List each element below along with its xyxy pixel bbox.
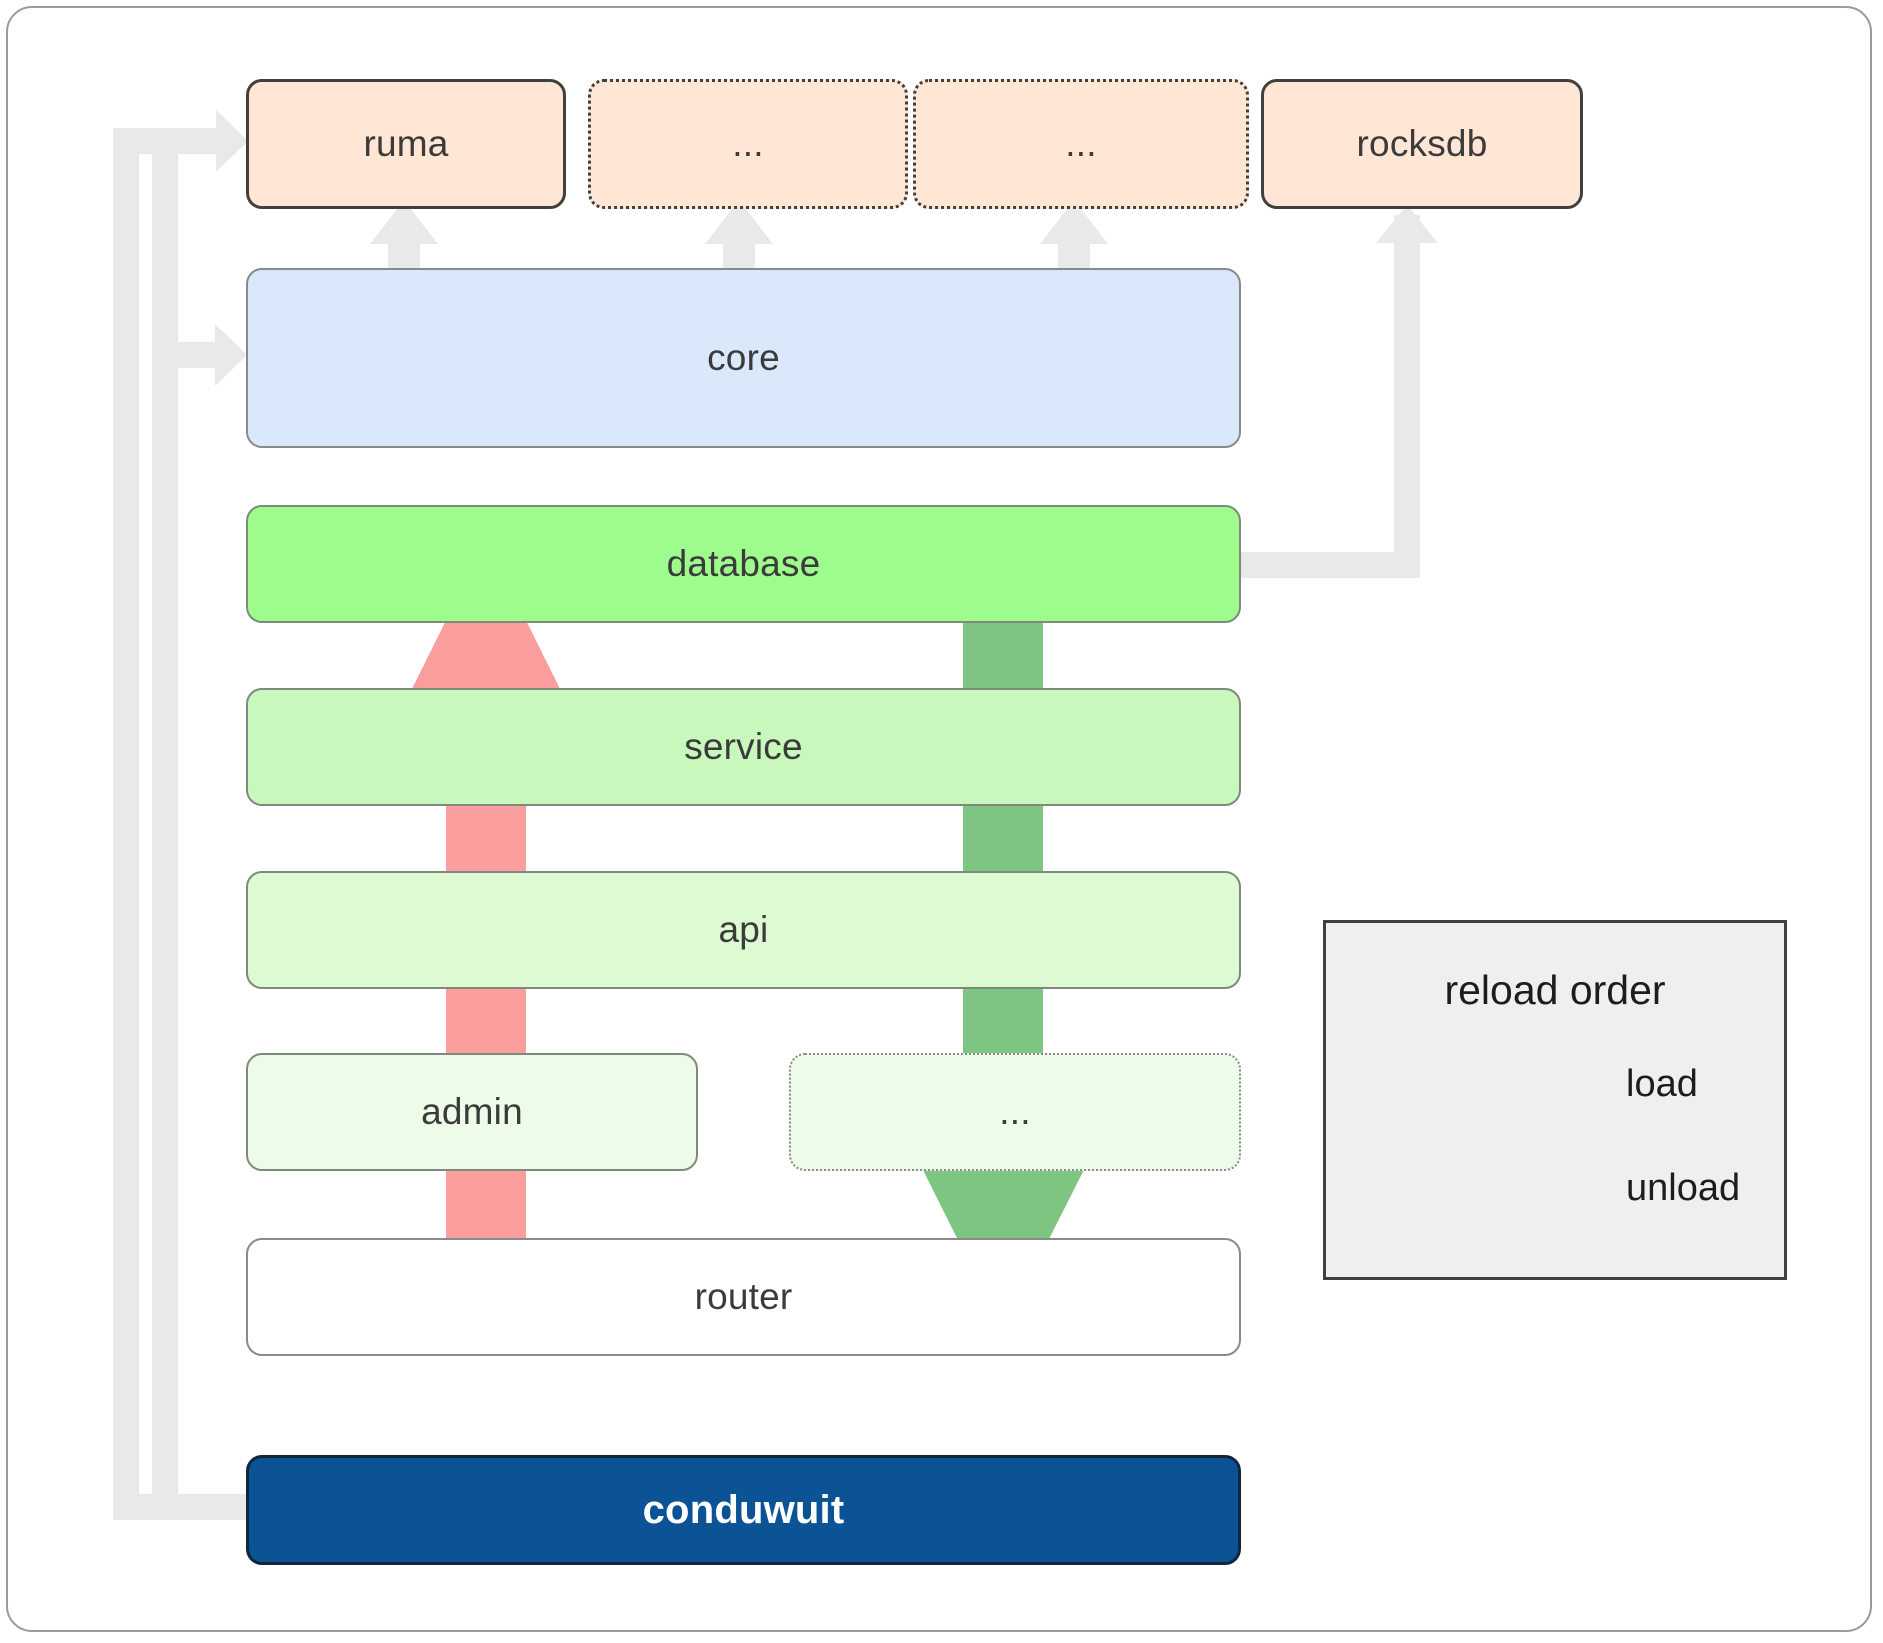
layer-node-admin[interactable]: admin [246, 1053, 698, 1171]
legend-panel: reload order load unload [1323, 920, 1787, 1280]
layer-label: admin [421, 1091, 523, 1132]
layer-label: ... [999, 1091, 1031, 1132]
layer-node-database[interactable]: database [246, 505, 1241, 623]
layer-label: service [684, 726, 803, 767]
layer-label: core [707, 337, 780, 378]
connector-rail-outer [113, 128, 139, 1520]
layer-label: router [694, 1276, 793, 1317]
connector-db-to-rocksdb-horizontal [1240, 552, 1420, 578]
connector-conduwuit-horizontal [113, 1494, 248, 1520]
connector-to-ruma-horizontal [113, 128, 223, 154]
connector-db-to-rocksdb-vertical [1394, 215, 1420, 578]
legend-title: reload order [1444, 967, 1666, 1013]
dependency-label: ... [1065, 123, 1097, 164]
layer-label: database [666, 543, 821, 584]
dependency-node-rocksdb[interactable]: rocksdb [1261, 79, 1583, 209]
diagram-outer-frame [6, 6, 1872, 1632]
binary-node-conduwuit[interactable]: conduwuit [246, 1455, 1241, 1565]
dependency-node-ruma[interactable]: ruma [246, 79, 566, 209]
dependency-label: ruma [363, 123, 449, 164]
layer-node-router[interactable]: router [246, 1238, 1241, 1356]
legend-entry-load-label: load [1626, 1063, 1698, 1105]
layer-node-core[interactable]: core [246, 268, 1241, 448]
layer-label: api [718, 909, 769, 950]
layer-node-api[interactable]: api [246, 871, 1241, 989]
dependency-label: ... [732, 123, 764, 164]
binary-label: conduwuit [642, 1487, 845, 1532]
connector-rail-inner [152, 128, 178, 1520]
connector-to-core-horizontal [152, 342, 222, 368]
dependency-node-placeholder-1[interactable]: ... [588, 79, 908, 209]
dependency-node-placeholder-2[interactable]: ... [913, 79, 1249, 209]
layer-node-placeholder[interactable]: ... [789, 1053, 1241, 1171]
legend-entry-unload-label: unload [1626, 1167, 1741, 1209]
dependency-label: rocksdb [1356, 123, 1488, 164]
layer-node-service[interactable]: service [246, 688, 1241, 806]
